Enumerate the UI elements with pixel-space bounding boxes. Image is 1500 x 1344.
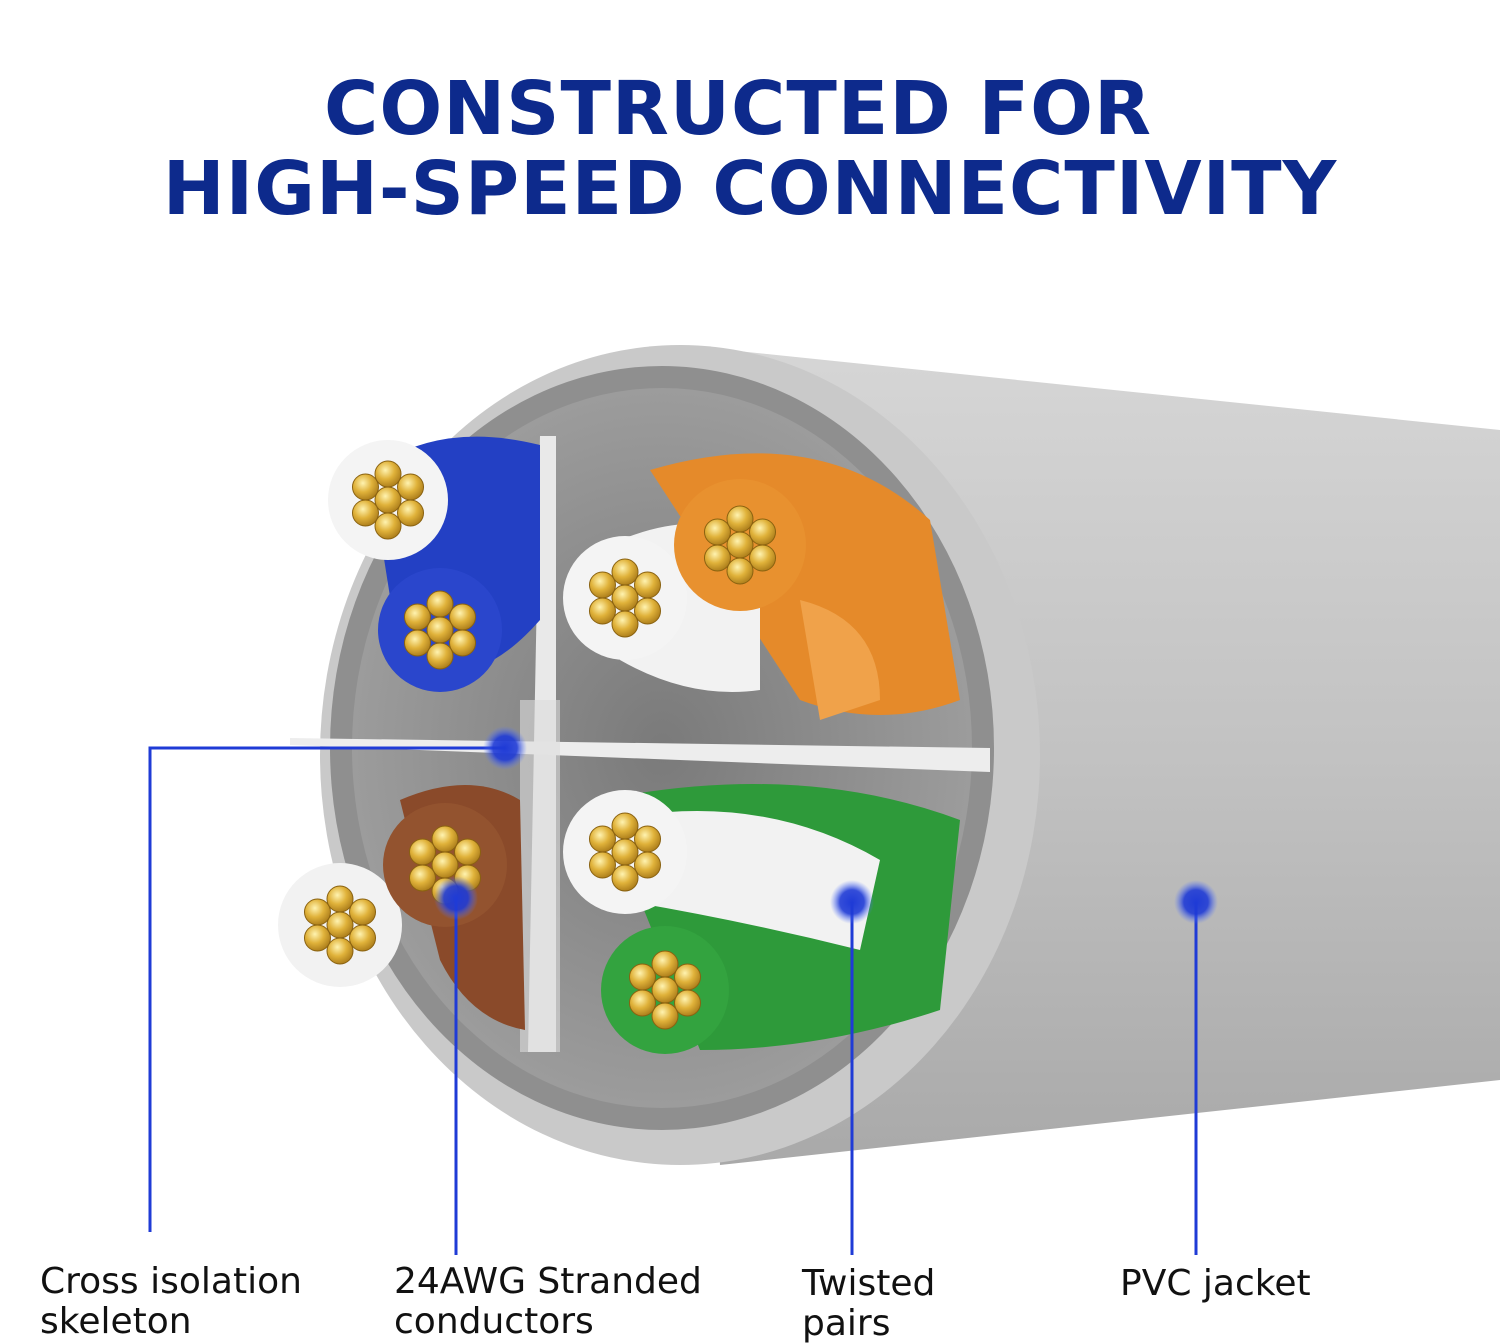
copper-strand	[454, 838, 482, 866]
copper-strand	[303, 924, 331, 952]
callout-markers	[434, 726, 1218, 924]
copper-strand	[628, 989, 656, 1017]
copper-strand	[726, 531, 754, 559]
copper-strand	[749, 544, 777, 572]
copper-strand	[426, 616, 454, 644]
conductor-bundle	[703, 505, 777, 585]
copper-strand	[449, 603, 477, 631]
copper-strand	[703, 544, 731, 572]
copper-strand	[408, 838, 436, 866]
copper-strand	[351, 499, 379, 527]
copper-strand	[588, 825, 616, 853]
copper-strand	[611, 584, 639, 612]
conductor-bundle	[303, 885, 377, 965]
marker-pvc-jacket	[1174, 880, 1218, 924]
copper-strand	[374, 512, 402, 540]
copper-strand	[611, 864, 639, 892]
copper-strand	[326, 937, 354, 965]
copper-strand	[703, 518, 731, 546]
copper-strand	[674, 963, 702, 991]
copper-strand	[349, 924, 377, 952]
copper-strand	[651, 950, 679, 978]
copper-strand	[628, 963, 656, 991]
copper-strand	[351, 473, 379, 501]
copper-strand	[611, 558, 639, 586]
conductor-bundle	[588, 812, 662, 892]
label-stranded-conductors: 24AWG Stranded conductors	[394, 1261, 702, 1342]
title-line-1: CONSTRUCTED FOR	[324, 66, 1152, 152]
callout-lines	[148, 746, 1198, 1255]
title-line-2: HIGH-SPEED CONNECTIVITY	[162, 146, 1338, 232]
copper-strand	[303, 898, 331, 926]
copper-strand	[426, 642, 454, 670]
conductor-bundle	[628, 950, 702, 1030]
marker-twisted-pairs	[830, 880, 874, 924]
copper-strand	[634, 571, 662, 599]
copper-strand	[588, 851, 616, 879]
copper-strand	[397, 473, 425, 501]
conductor-bundle	[351, 460, 425, 540]
label-pvc-jacket: PVC jacket	[1120, 1263, 1311, 1304]
copper-strand	[431, 825, 459, 853]
marker-stranded-conductors	[434, 876, 478, 920]
copper-strand	[674, 989, 702, 1017]
copper-strand	[349, 898, 377, 926]
copper-strand	[634, 851, 662, 879]
copper-strand	[403, 629, 431, 657]
copper-conductors	[303, 460, 777, 1030]
copper-strand	[726, 505, 754, 533]
copper-strand	[651, 976, 679, 1004]
callout-line-cross-isolation	[148, 746, 505, 1232]
label-cross-isolation-skeleton: Cross isolation skeleton	[40, 1261, 302, 1342]
copper-strand	[403, 603, 431, 631]
copper-strand	[611, 610, 639, 638]
copper-strand	[326, 911, 354, 939]
copper-strand	[374, 460, 402, 488]
copper-strand	[326, 885, 354, 913]
copper-strand	[426, 590, 454, 618]
copper-strand	[408, 864, 436, 892]
copper-strand	[588, 571, 616, 599]
copper-strand	[651, 1002, 679, 1030]
copper-strand	[374, 486, 402, 514]
copper-strand	[634, 825, 662, 853]
copper-strand	[397, 499, 425, 527]
conductor-bundle	[588, 558, 662, 638]
copper-strand	[611, 812, 639, 840]
copper-strand	[588, 597, 616, 625]
copper-strand	[611, 838, 639, 866]
conductor-bundle	[403, 590, 477, 670]
copper-strand	[449, 629, 477, 657]
copper-strand	[634, 597, 662, 625]
copper-strand	[749, 518, 777, 546]
marker-cross-isolation	[483, 726, 527, 770]
copper-strand	[431, 851, 459, 879]
copper-strand	[726, 557, 754, 585]
label-twisted-pairs: Twisted pairs	[802, 1263, 936, 1344]
